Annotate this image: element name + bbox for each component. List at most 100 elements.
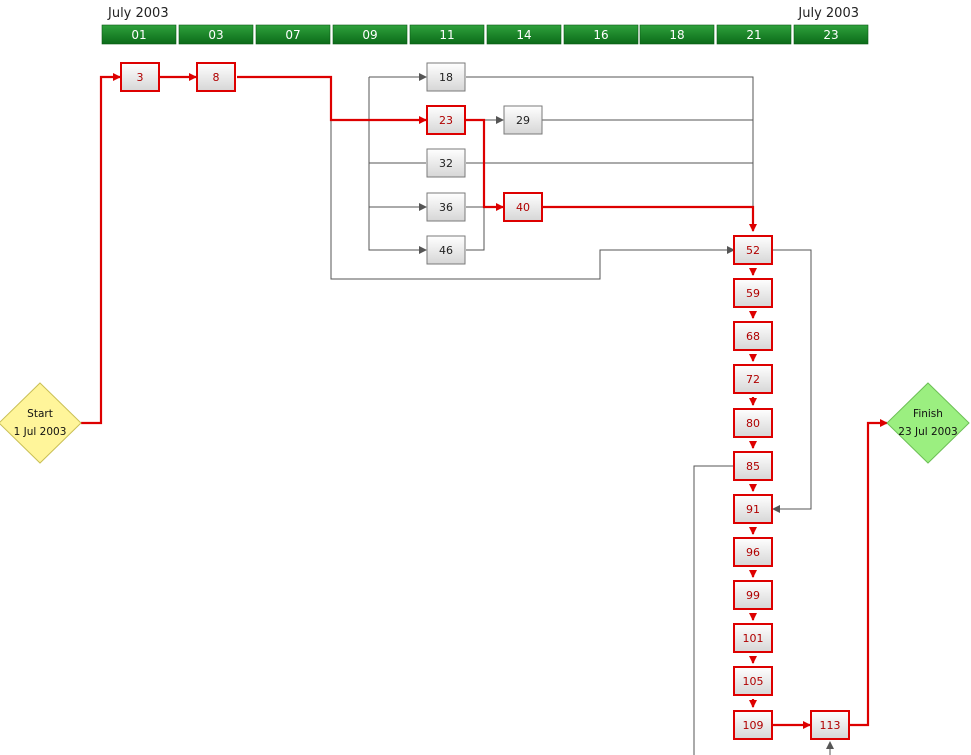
task-id: 101 — [743, 632, 764, 645]
date-cell — [255, 24, 331, 45]
date-label: 03 — [208, 28, 223, 42]
task-id: 59 — [746, 287, 760, 300]
task-node-91[interactable]: 91 — [733, 494, 773, 524]
task-box — [733, 278, 773, 308]
task-box — [426, 62, 466, 92]
task-node-32[interactable]: 32 — [426, 148, 466, 178]
date-cell — [793, 24, 869, 45]
task-node-85[interactable]: 85 — [733, 451, 773, 481]
date-cell — [563, 24, 639, 45]
date-label: 21 — [746, 28, 761, 42]
date-label: 23 — [823, 28, 838, 42]
task-node-80[interactable]: 80 — [733, 408, 773, 438]
finish-milestone[interactable]: Finish 23 Jul 2003 — [886, 382, 970, 464]
task-node-23[interactable]: 23 — [426, 105, 466, 135]
finish-label: Finish — [913, 408, 943, 420]
task-node-46[interactable]: 46 — [426, 235, 466, 265]
task-id: 29 — [516, 114, 530, 127]
task-id: 109 — [743, 719, 764, 732]
task-node-99[interactable]: 99 — [733, 580, 773, 610]
task-box — [810, 710, 850, 740]
critical-link — [466, 118, 504, 211]
dependency-link — [693, 465, 734, 755]
task-node-36[interactable]: 36 — [426, 192, 466, 222]
task-node-40[interactable]: 40 — [503, 192, 543, 222]
task-id: 3 — [137, 71, 144, 84]
task-box — [120, 62, 160, 92]
start-diamond — [0, 382, 82, 464]
task-node-105[interactable]: 105 — [733, 666, 773, 696]
date-label: 09 — [362, 28, 377, 42]
dependency-link — [772, 249, 812, 513]
task-box — [196, 62, 236, 92]
task-box — [733, 537, 773, 567]
date-cell — [409, 24, 485, 45]
task-node-59[interactable]: 59 — [733, 278, 773, 308]
start-label: Start — [27, 408, 53, 420]
task-id: 36 — [439, 201, 453, 214]
task-id: 91 — [746, 503, 760, 516]
date-label: 11 — [439, 28, 454, 42]
task-id: 18 — [439, 71, 453, 84]
task-node-18[interactable]: 18 — [426, 62, 466, 92]
start-date: 1 Jul 2003 — [14, 426, 67, 438]
start-milestone[interactable]: Start 1 Jul 2003 — [0, 382, 82, 464]
task-id: 40 — [516, 201, 530, 214]
date-cells: 01 03 07 09 11 14 16 18 21 23 — [101, 24, 869, 45]
date-label: 16 — [593, 28, 608, 42]
task-id: 23 — [439, 114, 453, 127]
task-box — [733, 710, 773, 740]
task-node-8[interactable]: 8 — [196, 62, 236, 92]
critical-link — [81, 73, 121, 425]
task-box — [733, 451, 773, 481]
date-label: 01 — [131, 28, 146, 42]
task-box — [426, 148, 466, 178]
date-cell — [486, 24, 562, 45]
finish-date: 23 Jul 2003 — [898, 426, 957, 438]
task-node-96[interactable]: 96 — [733, 537, 773, 567]
month-label-right: July 2003 — [797, 6, 859, 21]
critical-link — [850, 419, 888, 727]
task-id: 8 — [213, 71, 220, 84]
date-cell — [639, 24, 715, 45]
task-box — [733, 623, 773, 653]
date-label: 18 — [669, 28, 684, 42]
task-id: 68 — [746, 330, 760, 343]
task-id: 32 — [439, 157, 453, 170]
task-box — [503, 192, 543, 222]
task-id: 113 — [820, 719, 841, 732]
task-node-52[interactable]: 52 — [733, 235, 773, 265]
task-box — [426, 192, 466, 222]
finish-diamond — [886, 382, 970, 464]
task-node-113[interactable]: 113 — [810, 710, 850, 740]
task-node-3[interactable]: 3 — [120, 62, 160, 92]
date-label: 07 — [285, 28, 300, 42]
critical-link — [543, 205, 757, 232]
task-id: 52 — [746, 244, 760, 257]
task-box — [733, 408, 773, 438]
task-id: 96 — [746, 546, 760, 559]
date-cell — [716, 24, 792, 45]
critical-path-links — [81, 73, 888, 729]
task-box — [733, 666, 773, 696]
task-node-101[interactable]: 101 — [733, 623, 773, 653]
task-node-68[interactable]: 68 — [733, 321, 773, 351]
date-cell — [101, 24, 177, 45]
task-node-29[interactable]: 29 — [503, 105, 543, 135]
task-node-109[interactable]: 109 — [733, 710, 773, 740]
task-box — [503, 105, 543, 135]
date-cell — [178, 24, 254, 45]
task-id: 99 — [746, 589, 760, 602]
task-box — [733, 364, 773, 394]
date-label: 14 — [516, 28, 531, 42]
task-node-72[interactable]: 72 — [733, 364, 773, 394]
task-box — [426, 235, 466, 265]
dependency-link — [368, 77, 427, 254]
task-nodes: 3 8 18 23 29 32 36 40 46 52 59 68 72 80 85 91 96 99 101 105… — [120, 62, 850, 740]
task-id: 105 — [743, 675, 764, 688]
dependency-link — [237, 76, 735, 280]
task-box — [733, 235, 773, 265]
task-box — [733, 580, 773, 610]
